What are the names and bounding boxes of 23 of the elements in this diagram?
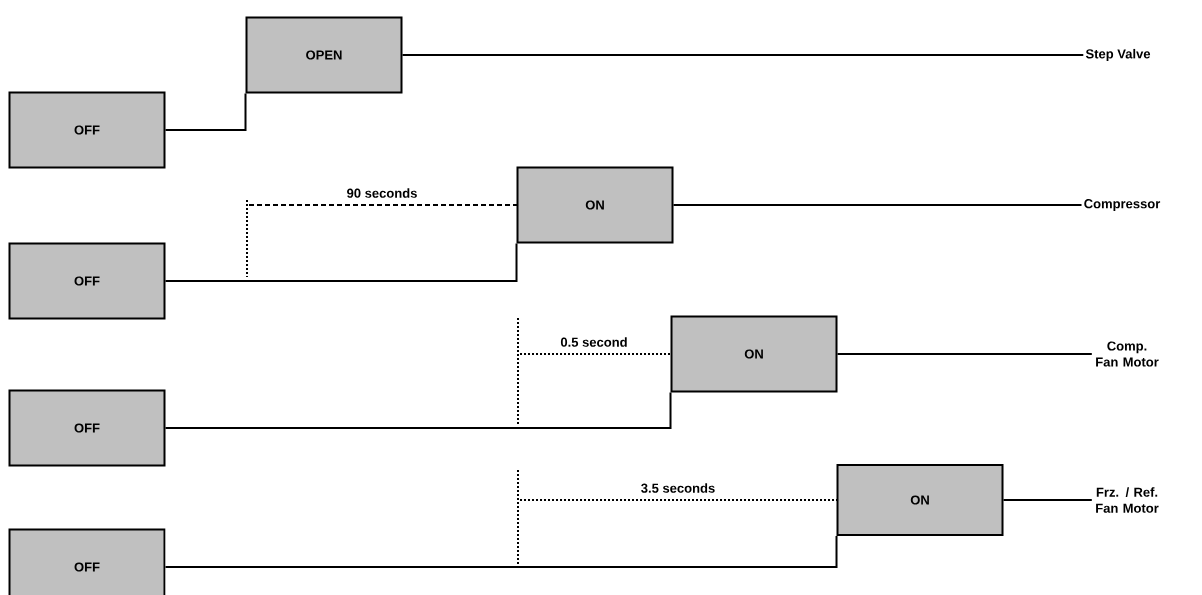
state-box: OFF (8, 389, 166, 467)
state-box: OPEN (245, 16, 403, 94)
step-line (164, 535, 838, 568)
step-line (164, 391, 672, 429)
state-box: OFF (8, 528, 166, 595)
delay-label: 0.5 second (560, 337, 627, 347)
delay-label: 90 seconds (347, 188, 417, 198)
signal-line (1002, 499, 1093, 501)
step-line (164, 242, 518, 282)
state-box: OFF (8, 242, 166, 320)
signal-line (401, 54, 1085, 56)
step-line (164, 92, 247, 131)
signal-name: Compressor (1084, 199, 1161, 211)
signal-name: Frz. / Ref. Fan Motor (1096, 487, 1159, 513)
signal-line (672, 204, 1083, 206)
state-box: OFF (8, 91, 166, 169)
state-box: ON (516, 166, 674, 244)
signal-name: Comp. Fan Motor (1096, 341, 1159, 367)
signal-line (836, 353, 1093, 355)
signal-name: Step Valve (1085, 48, 1151, 62)
state-box: ON (836, 464, 1004, 536)
delay-label: 3.5 seconds (641, 483, 715, 493)
state-box: ON (670, 315, 838, 393)
